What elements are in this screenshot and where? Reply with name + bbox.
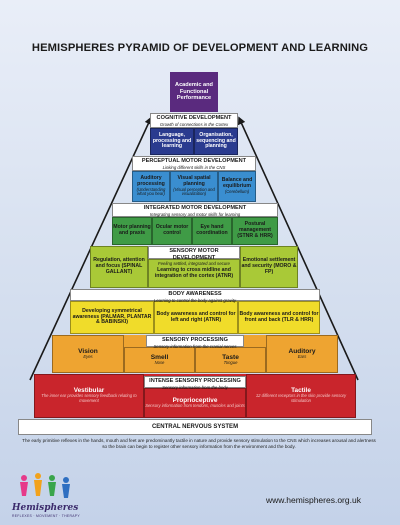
cell-title: Eye hand coordination: [196, 224, 228, 236]
page-title: HEMISPHERES PYRAMID OF DEVELOPMENT AND L…: [31, 42, 369, 54]
cell-title: Postural management (STNR & HRR): [237, 221, 273, 239]
cognitive-tier: COGNITIVE DEVELOPMENT Growth of connecti…: [150, 113, 238, 155]
cell-title: Balance and equilibrium: [221, 177, 253, 190]
sensory-motor-cell: Emotional settlement and security (MORO …: [240, 246, 298, 288]
intense-sensory-title: INTENSE SENSORY PROCESSING: [149, 378, 241, 384]
body-awareness-title: BODY AWARENESS: [168, 291, 222, 297]
cell-subtitle: Sensory information from tendons, muscle…: [145, 402, 245, 408]
cell-title: Learning to cross midline and integratio…: [154, 266, 234, 279]
integrated-title: INTEGRATED MOTOR DEVELOPMENT: [143, 205, 247, 211]
hemispheres-logo: [20, 473, 70, 498]
logo-wordmark: Hemispheres: [12, 503, 79, 513]
cell-title: Emotional settlement and security (MORO …: [241, 257, 297, 275]
body-awareness-cell: Developing symmetrical awareness (PALMAR…: [70, 301, 154, 334]
integrated-cell: Postural management (STNR & HRR): [232, 217, 278, 245]
cell-title: Organisation, sequencing and planning: [196, 131, 236, 150]
sensory-processing-title: SENSORY PROCESSING: [162, 337, 228, 343]
cns-tier: CENTRAL NERVOUS SYSTEM: [18, 419, 372, 435]
body-awareness-band: BODY AWARENESS Learning to control the b…: [70, 289, 320, 303]
cell-subtitle: (Understanding what you hear): [136, 186, 166, 197]
cell-subtitle: Tongue: [223, 359, 238, 365]
cell-title: Visual spatial planning: [177, 174, 211, 187]
body-awareness-subtitle: Learning to control the body against gra…: [153, 297, 237, 303]
perceptual-cell: Visual spatial planning (Visual percepti…: [170, 171, 218, 202]
integrated-band: INTEGRATED MOTOR DEVELOPMENT Integrating…: [112, 203, 278, 217]
sensory-processing-subtitle: Sensory information from the cranial ner…: [153, 343, 237, 349]
cell-subtitle: The inner ear provides sensory feedback …: [41, 393, 137, 403]
logo-tagline: REFLEXES · MOVEMENT · THERAPY: [12, 514, 80, 518]
sensory-motor-subtitle: Feeling settled, integrated and secure: [158, 261, 230, 267]
sensory-processing-band: SENSORY PROCESSING Sensory information f…: [146, 335, 244, 349]
cell-title: Vision: [78, 347, 98, 355]
right-arrow: [238, 116, 359, 381]
intense-sensory-tier: INTENSE SENSORY PROCESSING Sensory infor…: [34, 374, 356, 418]
cell-subtitle: Eyes: [83, 353, 93, 359]
cell-title: Body awareness and control for front and…: [239, 310, 319, 323]
cell-title: Auditory processing: [137, 174, 165, 187]
sensory-motor-tier: SENSORY MOTOR DEVELOPMENT Feeling settle…: [90, 246, 298, 288]
sensory-processing-cell: Smell Nose: [124, 347, 195, 373]
intense-sensory-cell: Proprioceptive Sensory information from …: [144, 388, 246, 418]
sensory-processing-cell: Taste Tongue: [195, 347, 266, 373]
cognitive-subtitle: Growth of connections in the Cortex: [159, 121, 229, 127]
intense-sensory-cell: Tactile 12 different receptors in the sk…: [246, 374, 356, 418]
cell-title: Regulation, attention and focus (SPINAL …: [93, 257, 145, 275]
cognitive-band: COGNITIVE DEVELOPMENT Growth of connecti…: [150, 113, 238, 128]
cell-title: Body awareness and control for left and …: [156, 310, 236, 323]
sensory-motor-cell: Learning to cross midline and integratio…: [148, 259, 240, 288]
academic-performance-block: Academic and Functional Performance: [170, 72, 218, 112]
cognitive-cell: Language, processing and learning: [150, 128, 194, 155]
figures-icon: [20, 473, 70, 498]
cell-subtitle: 12 different receptors in the skin provi…: [255, 393, 347, 403]
perceptual-band: PERCEPTUAL MOTOR DEVELOPMENT Linking dif…: [132, 156, 256, 171]
perceptual-cell: Auditory processing (Understanding what …: [132, 171, 170, 202]
integrated-cell: Motor planning and praxis: [112, 217, 152, 245]
body-awareness-cell: Body awareness and control for front and…: [238, 301, 320, 334]
cell-title: Vestibular: [73, 387, 105, 395]
perceptual-title: PERCEPTUAL MOTOR DEVELOPMENT: [141, 158, 247, 164]
cns-title: CENTRAL NERVOUS SYSTEM: [151, 424, 239, 430]
footnote: The early primitive reflexes in the hand…: [22, 438, 376, 449]
cell-title: Developing symmetrical awareness (PALMAR…: [72, 307, 152, 326]
cell-title: Taste: [222, 353, 239, 361]
perceptual-tier: PERCEPTUAL MOTOR DEVELOPMENT Linking dif…: [132, 156, 256, 202]
cell-title: Ocular motor control: [155, 224, 189, 236]
cognitive-cell: Organisation, sequencing and planning: [194, 128, 238, 155]
intense-sensory-band: INTENSE SENSORY PROCESSING Sensory infor…: [144, 376, 246, 390]
intense-sensory-subtitle: Sensory information from the body: [162, 384, 228, 390]
sensory-motor-cell: Regulation, attention and focus (SPINAL …: [90, 246, 148, 288]
website-url: www.hemispheres.org.uk: [266, 495, 361, 505]
sensory-motor-band: SENSORY MOTOR DEVELOPMENT Feeling settle…: [148, 246, 240, 266]
sensory-motor-title: SENSORY MOTOR DEVELOPMENT: [169, 248, 219, 261]
sensory-processing-cell: Vision Eyes: [52, 335, 124, 373]
body-awareness-cell: Body awareness and control for left and …: [154, 301, 238, 334]
perceptual-cell: Balance and equilibrium (Cerebellum): [218, 171, 256, 202]
sensory-processing-tier: SENSORY PROCESSING Sensory information f…: [52, 335, 338, 373]
cell-title: Tactile: [291, 387, 311, 395]
sensory-processing-cell: Auditory Ears: [266, 335, 338, 373]
cell-title: Smell: [150, 353, 169, 361]
cell-title: Motor planning and praxis: [113, 224, 151, 236]
cell-subtitle: Nose: [154, 359, 165, 365]
cell-title: Proprioceptive: [172, 396, 218, 404]
cell-subtitle: (Cerebellum): [224, 189, 250, 194]
integrated-cell: Ocular motor control: [152, 217, 192, 245]
integrated-cell: Eye hand coordination: [192, 217, 232, 245]
cognitive-title: COGNITIVE DEVELOPMENT: [156, 115, 232, 121]
cell-subtitle: (Visual perception and visualization): [173, 186, 215, 197]
intense-sensory-cell: Vestibular The inner ear provides sensor…: [34, 374, 144, 418]
cell-title: Language, processing and learning: [152, 131, 192, 150]
body-awareness-tier: BODY AWARENESS Learning to control the b…: [70, 289, 320, 334]
cell-title: Auditory: [288, 347, 316, 355]
cell-subtitle: Ears: [297, 353, 307, 359]
perceptual-subtitle: Linking different skills in the CNS: [162, 164, 226, 170]
integrated-subtitle: Integrating sensory and motor skills for…: [149, 211, 241, 217]
integrated-tier: INTEGRATED MOTOR DEVELOPMENT Integrating…: [112, 203, 278, 245]
